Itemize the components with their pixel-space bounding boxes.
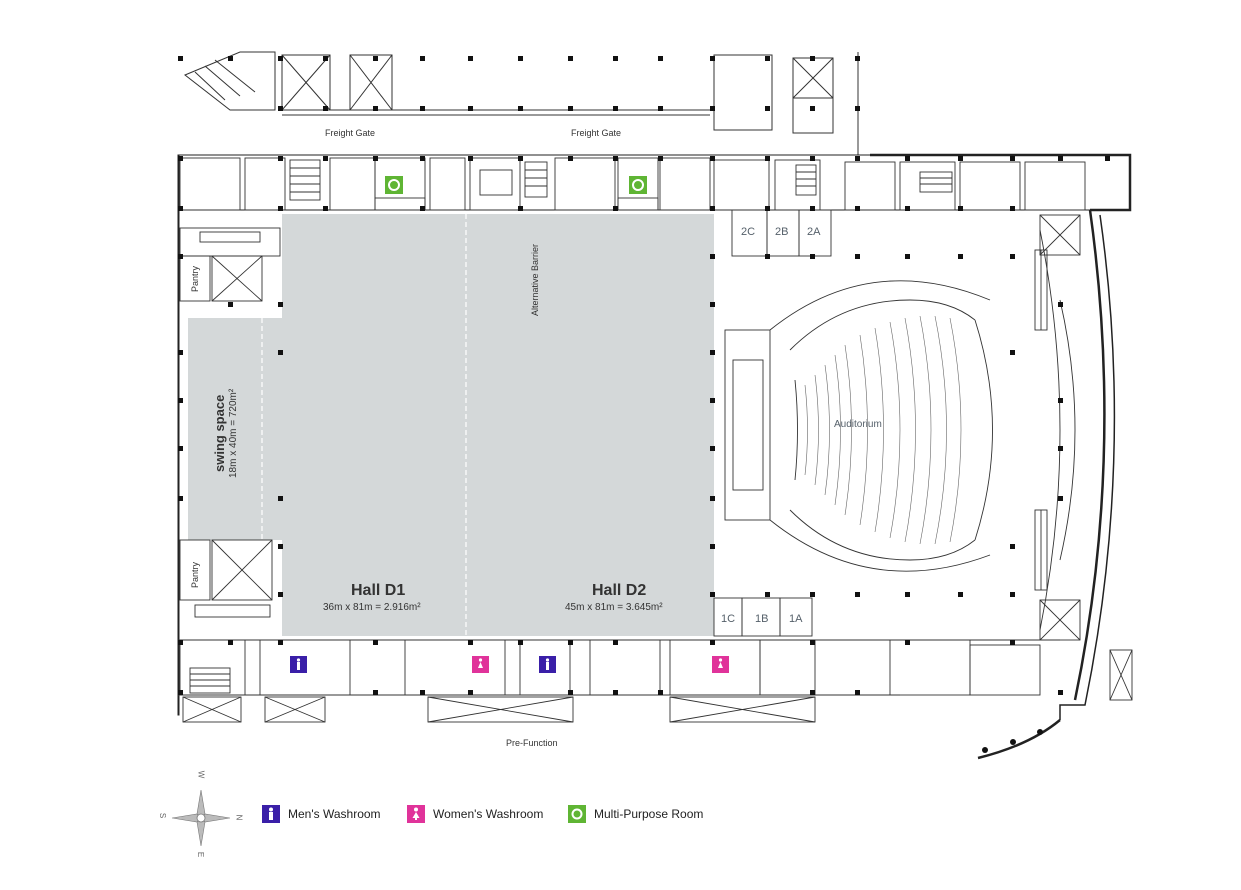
swing-space-label: swing space [212, 394, 227, 472]
room-1a-label: 1A [789, 613, 803, 625]
womens-washroom-icon [712, 656, 729, 673]
legend-label: Men's Washroom [288, 807, 381, 821]
auditorium-seating [804, 315, 962, 545]
room-1c-label: 1C [721, 613, 736, 625]
legend-multi-purpose-room: Multi-Purpose Room [568, 804, 703, 824]
compass-s: S [158, 812, 168, 819]
mens-washroom-icon [539, 656, 556, 673]
hall-d2-title: Hall D2 [592, 582, 647, 599]
womens-washroom-icon [472, 656, 489, 673]
multi-purpose-room-icon [568, 805, 586, 823]
hall-d2-dims: 45m x 81m = 3.645m² [565, 602, 663, 613]
womens-washroom-icon [407, 805, 425, 823]
structural-columns [178, 56, 1110, 753]
hall-area [188, 214, 714, 636]
pantry-label: Pantry [190, 561, 200, 588]
multi-purpose-room-icon [385, 176, 403, 194]
pre-function-label: Pre-Function [506, 738, 558, 748]
mens-washroom-icon [262, 805, 280, 823]
legend-label: Women's Washroom [433, 807, 544, 821]
escalators [1034, 214, 1081, 641]
mens-washroom-icon [290, 656, 307, 673]
hall-d1-title: Hall D1 [351, 582, 406, 599]
pantry-label: Pantry [190, 265, 200, 292]
left-rooms [179, 227, 281, 618]
multi-purpose-room-icon [629, 176, 647, 194]
hall-d1-dims: 36m x 81m = 2.916m² [323, 602, 421, 613]
legend-label: Multi-Purpose Room [594, 807, 704, 821]
alternative-barrier-label: Alternative Barrier [530, 243, 540, 316]
room-1b-label: 1B [755, 613, 769, 625]
compass-rose [171, 789, 231, 847]
swing-space-dims: 18m x 40m = 720m² [228, 388, 239, 478]
compass-e: E [196, 851, 206, 858]
room-2c-label: 2C [741, 226, 756, 238]
compass-n: N [234, 814, 244, 821]
service-rooms-bottom [178, 639, 1133, 723]
freight-gate-label: Freight Gate [325, 128, 376, 138]
service-rooms-top [179, 157, 1086, 211]
meeting-rooms [713, 209, 832, 637]
auditorium-shape [724, 229, 1076, 631]
room-2b-label: 2B [775, 226, 789, 238]
room-2a-label: 2A [807, 226, 821, 238]
legend-mens-washroom: Men's Washroom [262, 804, 381, 824]
legend-womens-washroom: Women's Washroom [407, 804, 543, 824]
auditorium-label: Auditorium [834, 419, 882, 430]
top-structures [184, 51, 870, 156]
freight-gate-label: Freight Gate [571, 128, 622, 138]
compass-w: W [196, 770, 206, 779]
